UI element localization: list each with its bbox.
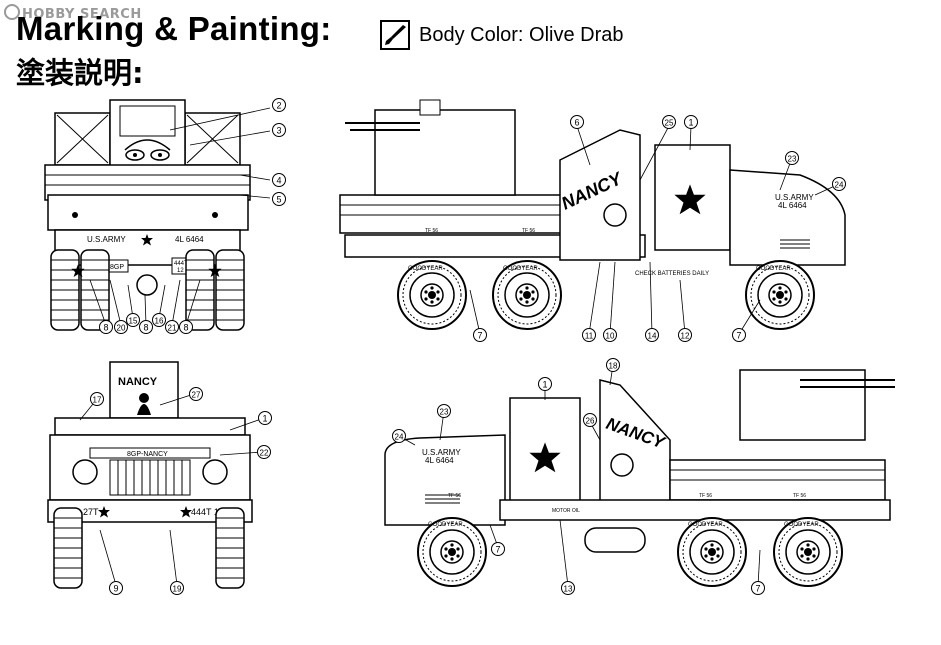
left-nancy-panel: [559, 129, 641, 261]
callout-26: 26: [586, 417, 595, 426]
callout-right-side: 18 1 23 24 26 7 13 7: [392, 358, 765, 595]
callout-23b: 23: [440, 408, 449, 417]
right-goodyear-3: GOODYEAR: [784, 522, 819, 528]
rear-view-drawing: NANCY 8GP-NANCY 8GP-27T 444T 12: [47, 361, 253, 589]
left-check-batteries: CHECK BATTERIES DAILY: [635, 271, 709, 277]
right-side-view-drawing: U.S.ARMY 4L 6464 NANCY MOTOR OIL TF 56 T…: [384, 369, 895, 587]
watermark-text: HOBBY SEARCH: [22, 7, 142, 22]
callout-front-view: 2 3 4 5 8 20 15 8 16 21 8: [99, 98, 286, 334]
front-plate-right-num: 12: [177, 268, 184, 274]
callout-25: 25: [665, 119, 674, 128]
front-plate-right: 444T: [174, 261, 188, 267]
left-reg-text: 4L 6464: [778, 201, 807, 210]
callout-19: 19: [173, 585, 182, 594]
right-goodyear-2: GOODYEAR: [688, 522, 723, 528]
front-usarmy-text: U.S.ARMY: [87, 235, 126, 244]
callout-12: 12: [681, 332, 690, 341]
left-gun-mount: [374, 109, 516, 196]
callout-1a: 1: [688, 118, 693, 128]
callout-27: 27: [192, 391, 201, 400]
callout-left-side: 6 25 1 23 24 7 11 10 14 12 7: [473, 115, 846, 342]
front-view-drawing: U.S.ARMY 4L 6464 8GP 444T 12: [44, 99, 251, 331]
callout-20: 20: [117, 324, 126, 333]
right-gun-mount: [739, 369, 866, 441]
left-side-view-drawing: NANCY U.S.ARMY 4L 6464 CHECK BATTERIES D…: [339, 99, 846, 330]
hobby-search-watermark: HOBBY SEARCH: [4, 4, 142, 22]
callout-21: 21: [168, 324, 177, 333]
left-usarmy-text: U.S.ARMY: [775, 193, 814, 202]
right-tf-3: TF 56: [448, 493, 461, 499]
callout-7a: 7: [477, 331, 482, 341]
callout-23a: 23: [788, 155, 797, 164]
right-cab-small-text: MOTOR OIL: [552, 508, 580, 514]
callout-11: 11: [585, 332, 594, 341]
left-cargo-bed: [339, 194, 581, 234]
watermark-logo-icon: [4, 4, 20, 20]
callout-8c: 8: [183, 323, 188, 333]
right-tf-2: TF 56: [793, 493, 806, 499]
left-tf-2: TF 56: [522, 228, 535, 234]
callout-9: 9: [113, 584, 118, 594]
callout-8b: 8: [143, 323, 148, 333]
callout-numbers: 2 3 4 5 8 20 15 8 16 21 8 6 25 1 23 24 7…: [90, 98, 846, 595]
front-reg-text: 4L 6464: [175, 235, 204, 244]
callout-2: 2: [276, 101, 281, 111]
paint-brush-icon: [380, 20, 410, 50]
callout-4: 4: [276, 176, 281, 186]
callout-6: 6: [574, 118, 579, 128]
right-goodyear-1: GOODYEAR: [428, 522, 463, 528]
callout-22: 22: [260, 449, 269, 458]
callout-18: 18: [609, 362, 618, 371]
callout-16: 16: [155, 317, 164, 326]
callout-8a: 8: [103, 323, 108, 333]
left-goodyear-2: GOODYEAR: [503, 266, 538, 272]
rear-nancy-text: NANCY: [118, 376, 158, 388]
body-color-note: Body Color: Olive Drab: [380, 20, 624, 50]
callout-5: 5: [276, 195, 281, 205]
callout-1c: 1: [542, 380, 547, 390]
callout-1b: 1: [262, 414, 267, 424]
callout-24a: 24: [835, 181, 844, 190]
right-usarmy-text: U.S.ARMY: [422, 448, 461, 457]
right-reg-text: 4L 6464: [425, 456, 454, 465]
page-title-japanese: 塗装説明:: [16, 56, 144, 90]
right-tf-1: TF 56: [699, 493, 712, 499]
rear-grille-band: 8GP-NANCY: [127, 451, 168, 458]
callout-7c: 7: [495, 545, 500, 555]
left-tf-1: TF 56: [425, 228, 438, 234]
page-title: Marking & Painting:: [16, 10, 332, 47]
callout-17: 17: [93, 396, 102, 405]
callout-3: 3: [276, 126, 281, 136]
callout-24b: 24: [395, 433, 404, 442]
callout-10: 10: [606, 332, 615, 341]
callout-7b: 7: [736, 331, 741, 341]
callout-rear-view: 27 17 1 22 9 19: [90, 387, 272, 595]
callout-15: 15: [129, 317, 138, 326]
body-color-label: Body Color: Olive Drab: [419, 23, 624, 46]
front-plate-left: 8GP: [110, 264, 124, 271]
callout-7d: 7: [755, 584, 760, 594]
left-goodyear-3: GOODYEAR: [756, 266, 791, 272]
left-goodyear-1: GOODYEAR: [408, 266, 443, 272]
rear-bumper-right: 444T 12: [191, 507, 224, 517]
callout-13: 13: [564, 585, 573, 594]
callout-14: 14: [648, 332, 657, 341]
left-hood: [729, 169, 846, 266]
